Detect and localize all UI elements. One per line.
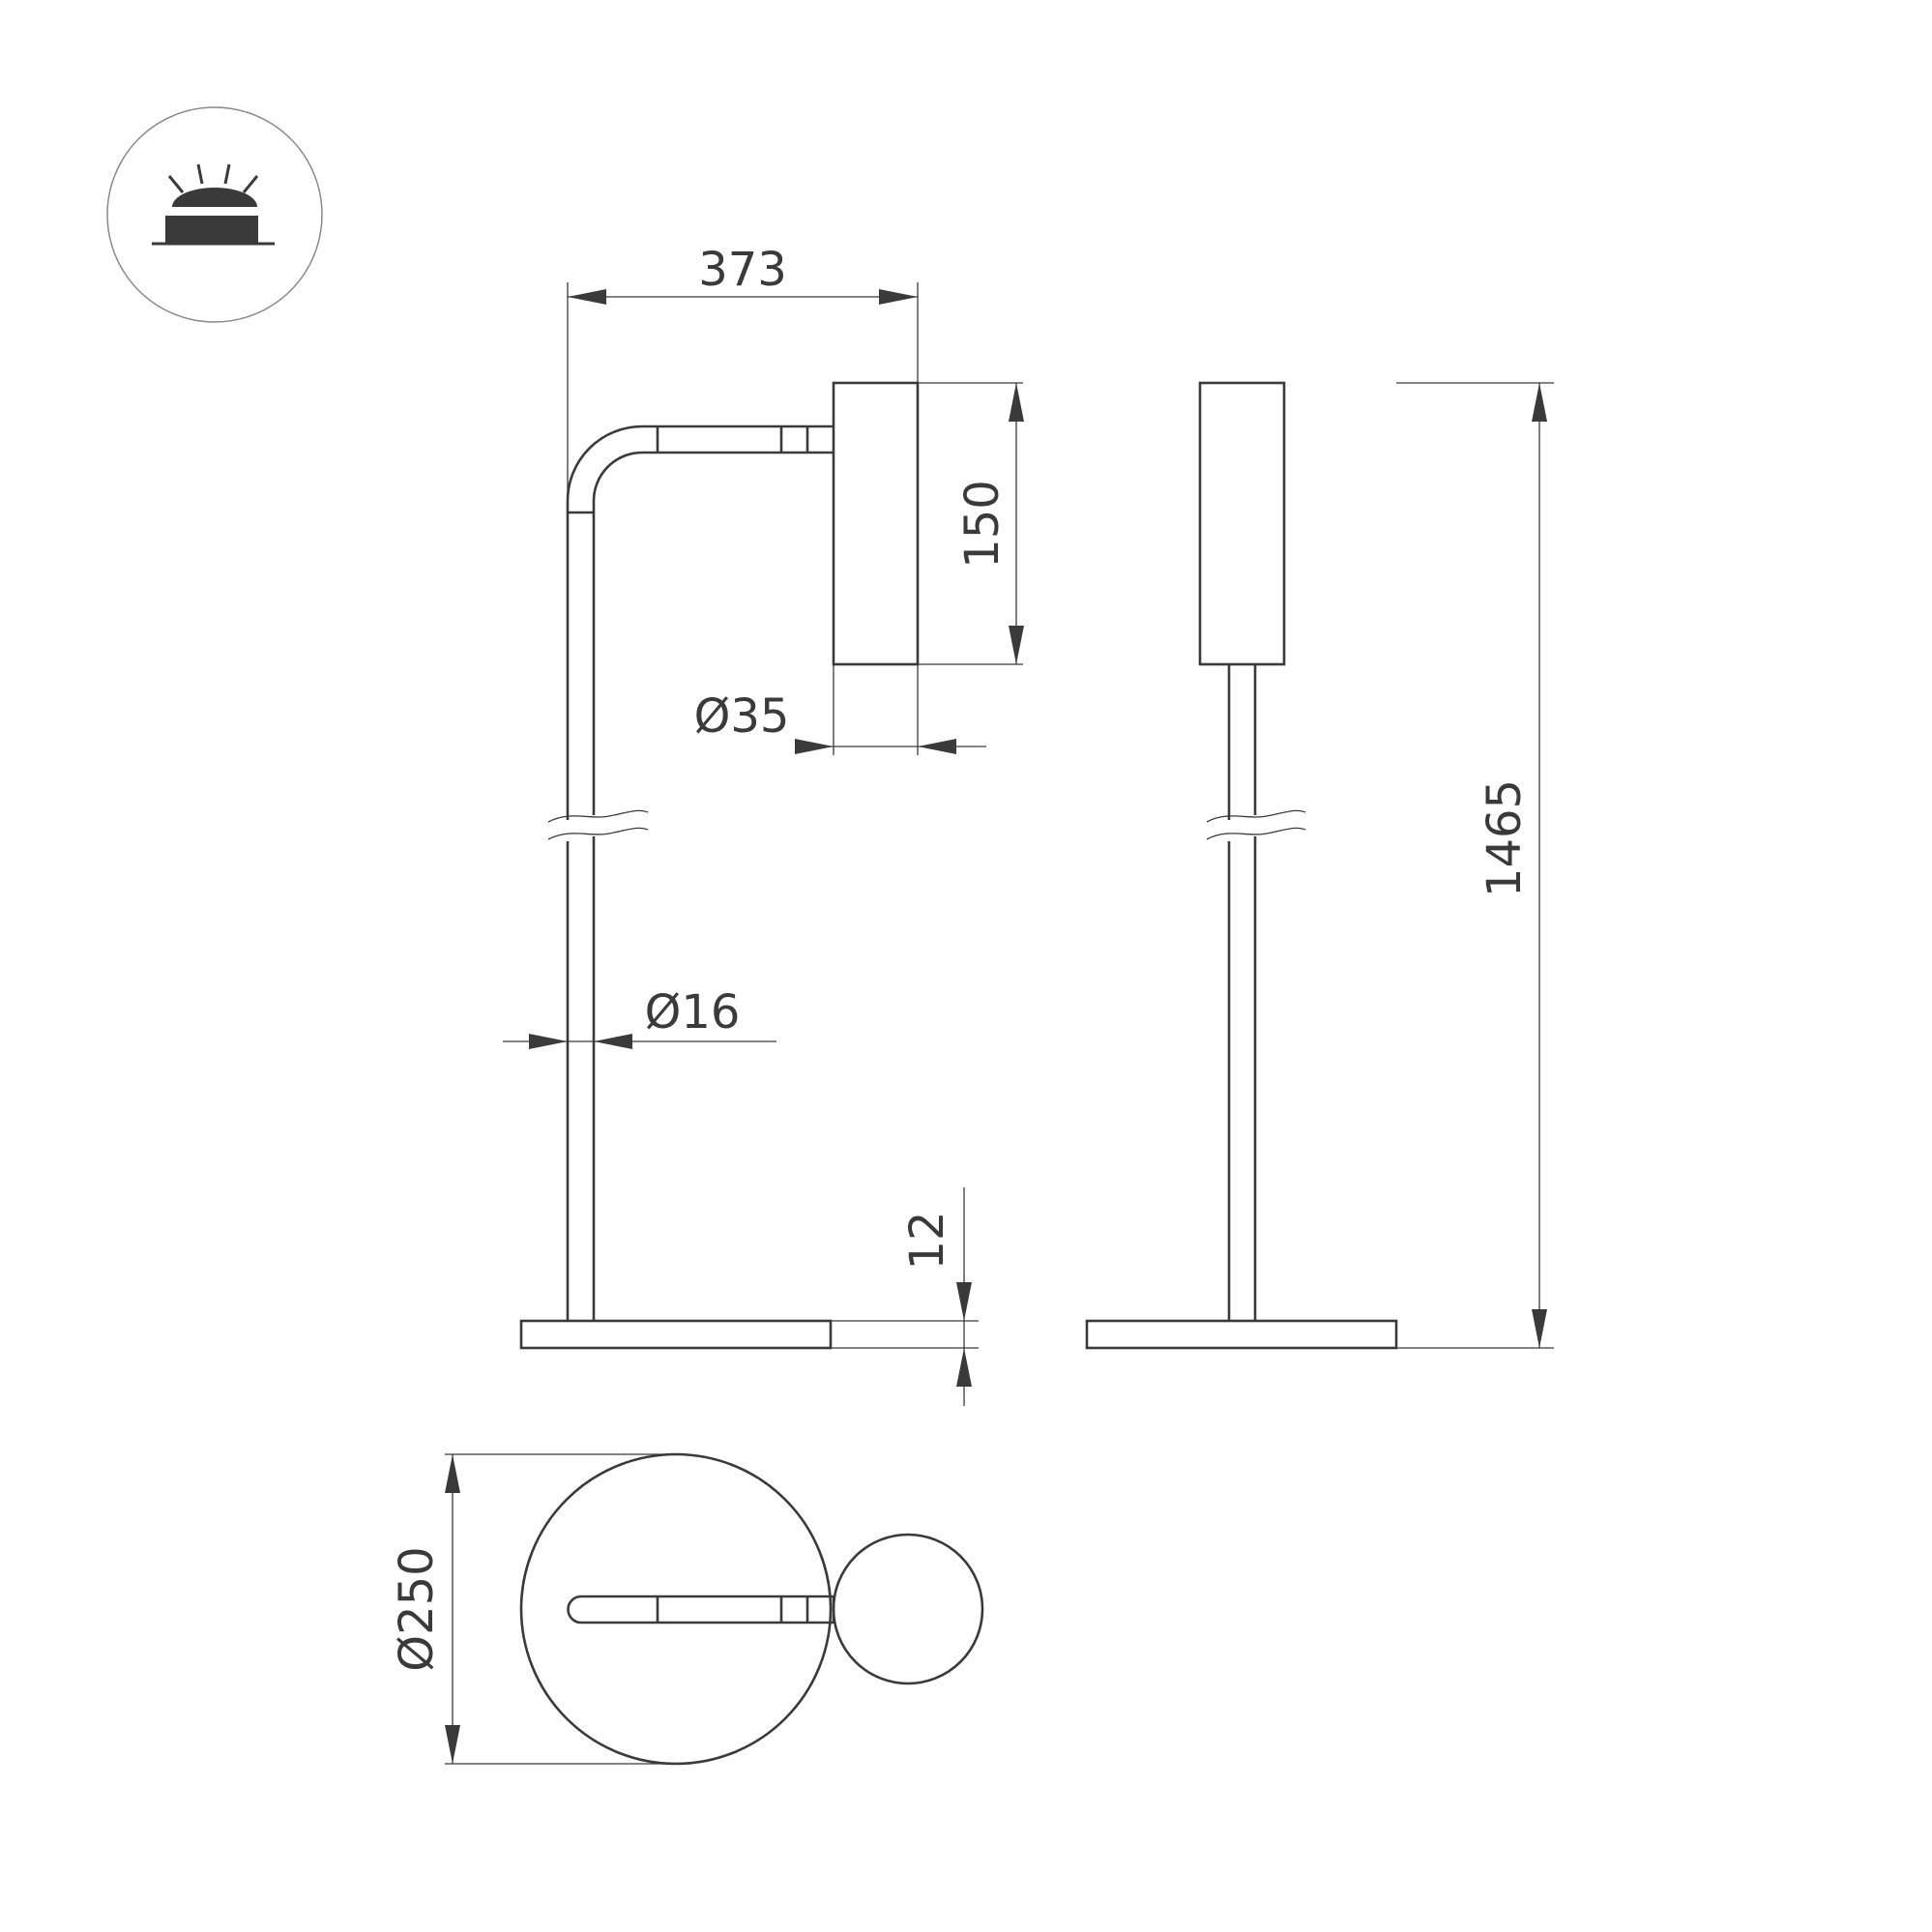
- side-view-lamp: [1085, 381, 1398, 1350]
- top-view-lamp: [519, 1452, 984, 1766]
- dimension-base-diameter: Ø250: [390, 1453, 676, 1765]
- dimension-arm-length: 373: [567, 243, 919, 498]
- front-lamp-head: [832, 381, 920, 666]
- front-base-plate: [519, 1319, 833, 1350]
- dimension-tube-diameter: Ø16: [503, 985, 776, 1049]
- tube-diameter-label: Ø16: [645, 985, 741, 1039]
- dimension-total-height: 1465: [1396, 382, 1554, 1349]
- dimension-base-thickness: 12: [831, 1187, 979, 1406]
- base-diameter-label: Ø250: [390, 1546, 444, 1671]
- side-lamp-head: [1198, 381, 1286, 666]
- front-view-lamp: [519, 381, 920, 1350]
- ceiling-mounted-light-icon: [106, 106, 323, 323]
- base-thickness-label: 12: [900, 1211, 954, 1270]
- head-diameter-label: Ø35: [694, 689, 790, 744]
- total-height-label: 1465: [1478, 779, 1532, 897]
- side-base-plate: [1085, 1319, 1398, 1350]
- top-lamp-head: [832, 1533, 984, 1685]
- dimension-head-height: 150: [918, 382, 1024, 665]
- arm-length-label: 373: [698, 243, 787, 297]
- dimension-head-diameter: Ø35: [694, 664, 986, 755]
- head-height-label: 150: [955, 480, 1010, 569]
- top-arm: [567, 1595, 835, 1625]
